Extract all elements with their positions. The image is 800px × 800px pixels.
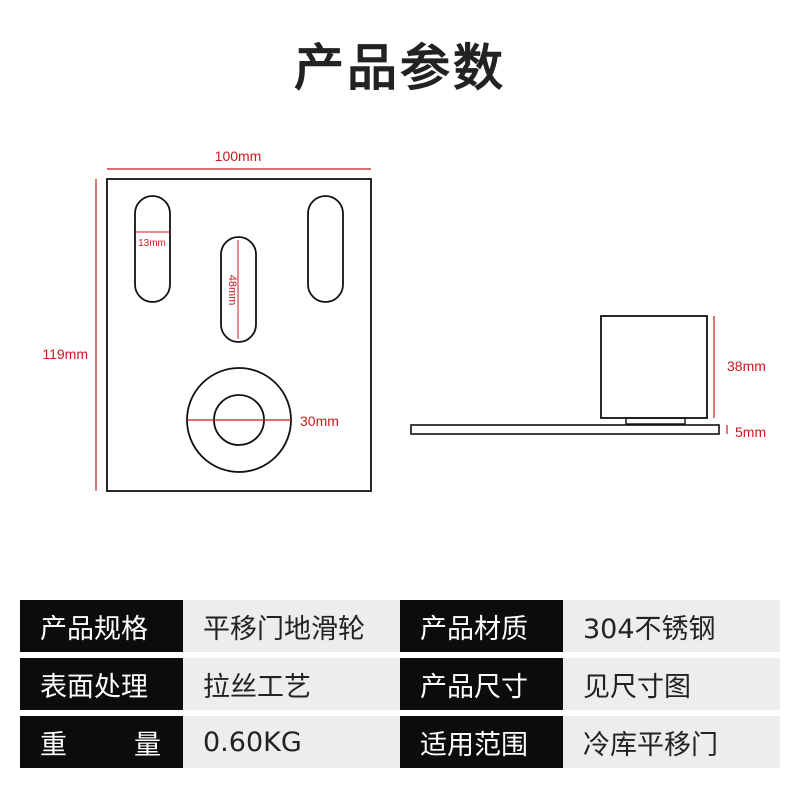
spec-table: 产品规格 平移门地滑轮 产品材质 304不锈钢 表面处理 拉丝工艺 产品尺寸 见… [20,600,780,780]
spec-label-weight-part1: 重 [40,729,67,761]
spec-label: 表面处理 [20,658,183,710]
slot-width-label: 13mm [138,238,166,249]
slot-length-label: 48mm [226,275,238,306]
spec-label-weight-part2: 量 [134,729,161,761]
side-height-label: 38mm [727,358,766,374]
slot-right [307,195,344,303]
spec-label-weight: 重 量 [20,716,183,768]
wheel-diameter-label: 30mm [300,413,339,429]
spec-value: 304不锈钢 [563,600,780,652]
spec-label: 产品规格 [20,600,183,652]
slot-center [220,236,257,343]
spec-label: 适用范围 [400,716,563,768]
plate-width-label: 100mm [215,148,262,164]
dimension-drawing: 100mm 119mm 13mm 48mm 30mm 38mm 5mm [42,148,766,492]
side-spacer [625,417,686,425]
spec-label: 产品材质 [400,600,563,652]
spec-label: 产品尺寸 [400,658,563,710]
side-base-plate [410,424,720,435]
spec-value: 平移门地滑轮 [183,600,400,652]
plate-height-label: 119mm [42,346,88,362]
page-title: 产品参数 [294,39,506,97]
side-body-outline [600,315,708,419]
slot-left [134,195,171,303]
plate-outline [106,178,372,492]
spec-value: 冷库平移门 [563,716,780,768]
base-thickness-label: 5mm [735,424,766,440]
spec-value: 0.60KG [183,716,400,768]
spec-value: 见尺寸图 [563,658,780,710]
spec-value: 拉丝工艺 [183,658,400,710]
